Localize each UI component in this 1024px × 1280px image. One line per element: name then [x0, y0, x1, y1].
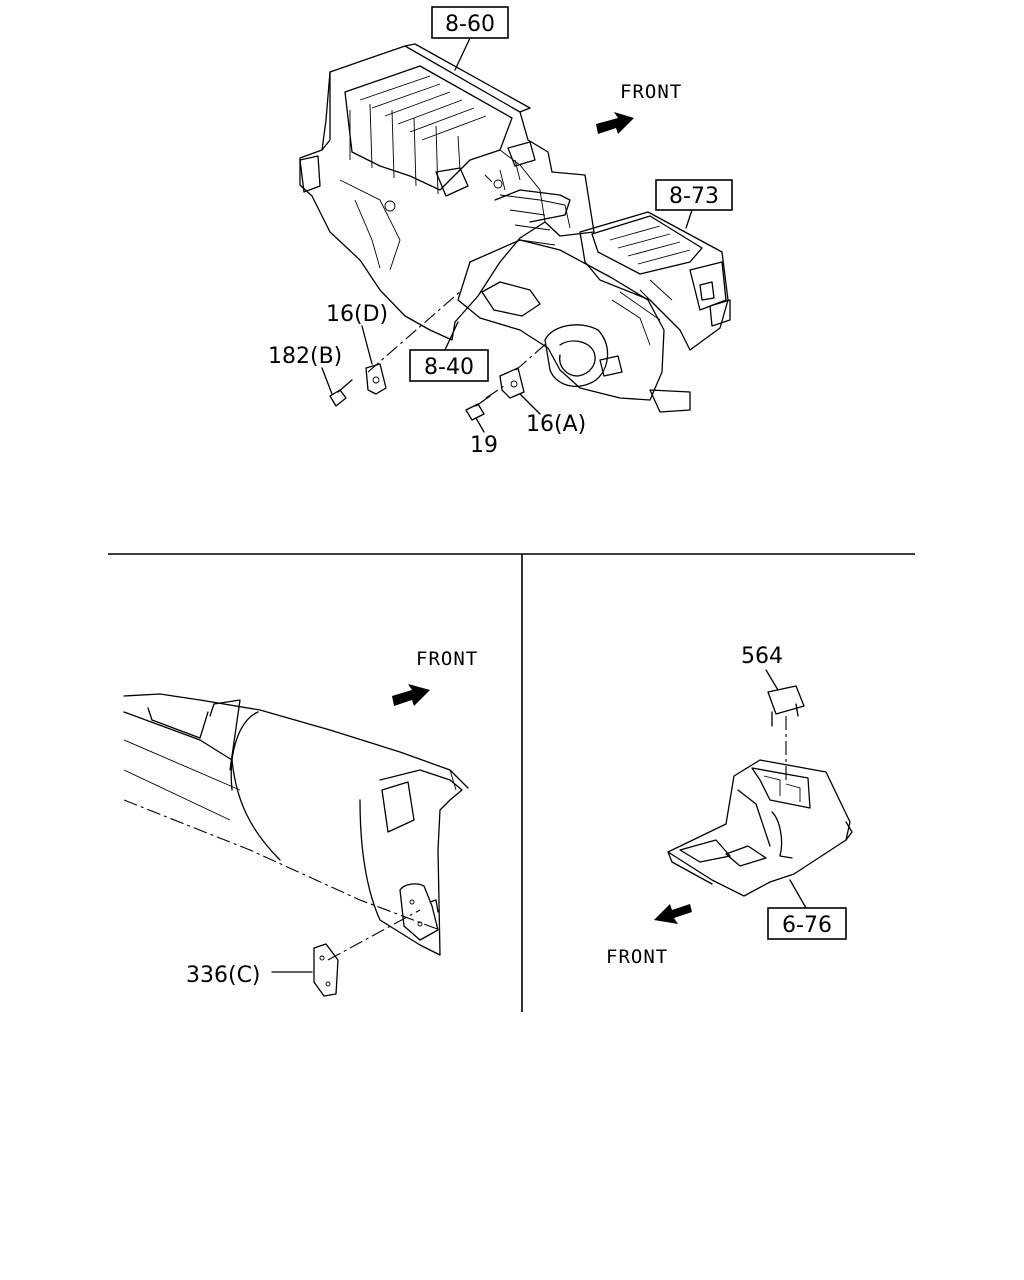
leader-860 — [454, 37, 471, 71]
bolt-182b-drawing — [329, 379, 353, 407]
leader-16a — [519, 393, 541, 415]
ref-label-860: 8-60 — [445, 12, 495, 37]
part-label-182b: 182(B) — [268, 344, 342, 369]
front-label-bottom-left: FRONT — [416, 648, 478, 670]
leader-873 — [685, 209, 693, 229]
front-arrow-bottom-left — [392, 684, 430, 706]
assembly-line-16a — [515, 341, 549, 371]
front-label-top: FRONT — [620, 81, 682, 103]
leader-182b — [321, 367, 333, 395]
hvac-unit-drawing — [299, 43, 731, 413]
part-label-16a: 16(A) — [526, 412, 586, 437]
front-label-bottom-right: FRONT — [606, 946, 668, 968]
front-arrow-top — [596, 112, 634, 134]
leader-676 — [789, 879, 807, 909]
floor-console-drawing — [667, 759, 853, 897]
screw-19-drawing — [465, 395, 491, 421]
assembly-line-16d — [367, 289, 463, 373]
leader-564 — [765, 669, 779, 691]
ref-box-676 — [767, 907, 847, 940]
assembly-line-19 — [485, 385, 505, 399]
ref-box-873 — [655, 179, 733, 211]
assembly-line-336c — [327, 909, 421, 961]
part-label-19: 19 — [470, 433, 498, 458]
part-label-336c: 336(C) — [186, 963, 261, 988]
bracket-336c-drawing — [313, 943, 339, 997]
switch-564-drawing — [767, 685, 805, 727]
ref-label-840: 8-40 — [424, 355, 474, 380]
ref-label-873: 8-73 — [669, 184, 719, 209]
part-label-16d: 16(D) — [326, 302, 388, 327]
ref-box-840 — [409, 349, 489, 382]
ref-label-676: 6-76 — [782, 913, 832, 938]
leader-19 — [475, 417, 485, 433]
leader-16d — [361, 325, 373, 365]
leader-840 — [443, 321, 459, 353]
ref-box-860 — [431, 6, 509, 39]
front-arrow-bottom-right — [654, 904, 692, 924]
dashboard-side-drawing — [123, 693, 469, 956]
bracket-16d-drawing — [365, 363, 387, 395]
part-label-564: 564 — [741, 644, 783, 669]
